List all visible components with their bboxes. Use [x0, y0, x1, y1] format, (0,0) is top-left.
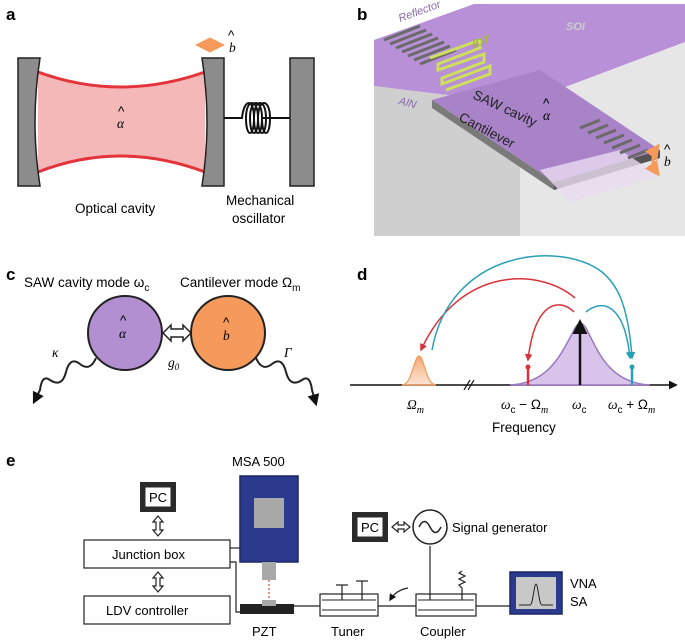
pzt-sample: [262, 600, 276, 606]
tuner-label: Tuner: [331, 624, 365, 639]
omega-m-label: Ωm: [407, 397, 424, 416]
sine-wave-icon: [418, 520, 442, 534]
msa-window: [254, 498, 284, 528]
mech-label-line2: oscillator: [232, 211, 286, 226]
signal-generator-label: Signal generator: [452, 520, 548, 535]
pc-junction-arrow-icon: [151, 515, 165, 537]
pc-left-label: PC: [149, 490, 167, 505]
gamma-label: Γ: [283, 345, 293, 360]
center-frequency-label: ωc: [572, 397, 587, 416]
axis-break: [463, 379, 475, 391]
sa-label: SA: [570, 594, 588, 609]
kappa-label: κ: [52, 345, 59, 360]
g0-label: g0: [168, 355, 180, 372]
optical-cavity-label: Optical cavity: [75, 201, 156, 216]
hat-mark: ^: [120, 313, 127, 328]
pc-siggen-arrow-icon: [391, 520, 411, 534]
hat-mark: ^: [228, 28, 235, 43]
optical-cavity-field: [38, 72, 205, 172]
spring-icon: [224, 102, 290, 134]
termination-icon: [457, 570, 467, 600]
right-mirror: [201, 57, 225, 187]
panel-d: d Ωm ωc − Ωm ωc ωc + Ωm Frequency: [350, 255, 678, 435]
cantilever-top: [432, 70, 660, 182]
pzt-label: PZT: [252, 624, 277, 639]
panel-letter-c: c: [6, 265, 15, 284]
frequency-axis-label: Frequency: [492, 420, 556, 435]
panel-b: b R: [357, 0, 685, 236]
panel-e: e PC Junction box LDV controller MSA 500…: [6, 451, 597, 639]
panel-letter-a: a: [6, 5, 16, 24]
pzt-stage: [240, 604, 294, 614]
reflector-grating: [383, 24, 457, 66]
vibration-arrow-icon: [644, 143, 660, 177]
mech-peak: [401, 355, 437, 386]
tuner-box: [319, 593, 379, 617]
soi-label: SOI: [566, 21, 586, 33]
msa-lens: [262, 562, 276, 580]
junction-ldv-arrow-icon: [151, 571, 165, 593]
lower-sideband-dot: [525, 364, 531, 370]
saw-mode-label: SAW cavity mode ωc: [24, 275, 149, 294]
hat-mark: ^: [664, 142, 671, 157]
hat-mark: ^: [543, 96, 550, 111]
coupling-arrow-icon: [161, 323, 193, 343]
teal-arc-small: [585, 305, 634, 360]
reflection-arrow-icon: [389, 587, 409, 602]
ldv-controller-box: [83, 595, 231, 625]
vna-screen: [516, 577, 556, 609]
phonon-operator-b: b: [664, 154, 671, 169]
msa-label: MSA 500: [232, 454, 285, 469]
upper-sideband-dot: [629, 364, 635, 370]
junction-box: [83, 539, 231, 569]
panel-letter-e: e: [6, 451, 15, 470]
panel-a: a b ^ α ^ Optical cavity Mechanical osci…: [6, 5, 315, 226]
cavity-lower-edge-curve: [37, 154, 206, 174]
cavity-upper-edge: [37, 70, 206, 89]
cantilever-front: [432, 100, 554, 190]
mech-label-line1: Mechanical: [226, 193, 294, 208]
hat-mark: ^: [118, 104, 125, 119]
panel-letter-d: d: [357, 265, 367, 284]
phonon-operator-a: b: [229, 40, 236, 55]
ldv-controller-label: LDV controller: [106, 603, 189, 618]
aln-label: AlN: [396, 95, 417, 111]
cantilever-ghost: [540, 150, 660, 202]
vna-trace: [519, 583, 553, 606]
panel-letter-b: b: [357, 5, 367, 24]
upper-sideband-label: ωc + Ωm: [608, 397, 655, 416]
idt-electrode: [429, 37, 492, 92]
loss-wave-left-icon: [32, 357, 97, 405]
hat-mark: ^: [223, 315, 230, 330]
photon-operator-a: α: [117, 116, 125, 131]
photon-operator-c: α: [119, 326, 127, 341]
photon-operator-b: α: [543, 108, 551, 123]
phonon-operator-c: b: [223, 328, 230, 343]
junction-box-label: Junction box: [112, 547, 185, 562]
teal-arc-large: [431, 255, 636, 360]
loss-wave-right-icon: [255, 357, 320, 407]
coupler-box: [415, 593, 477, 617]
cantilever-mode-label: Cantilever mode Ωm: [180, 275, 300, 294]
left-mirror: [17, 57, 41, 187]
vna-label: VNA: [570, 576, 597, 591]
lower-sideband-label: ωc − Ωm: [501, 397, 548, 416]
red-arc-small: [524, 304, 575, 362]
red-arc-large: [420, 278, 576, 352]
mechanical-mass: [289, 57, 315, 187]
saw-grating: [579, 118, 649, 160]
coupler-label: Coupler: [420, 624, 466, 639]
pc-right-label: PC: [361, 520, 379, 535]
panel-c: c SAW cavity mode ωc Cantilever mode Ωm …: [6, 265, 320, 407]
